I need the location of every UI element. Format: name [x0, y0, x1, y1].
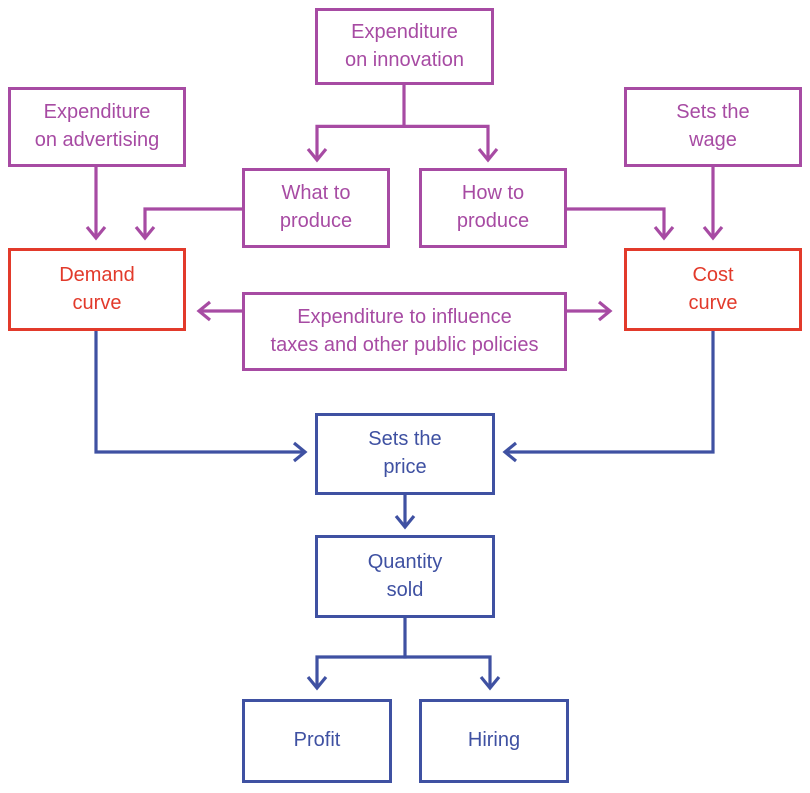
- node-profit: Profit: [242, 699, 392, 783]
- node-hiring: Hiring: [419, 699, 569, 783]
- edge-influence-to-cost-curve-arrowhead: [597, 300, 613, 322]
- edge-what-produce-to-demand-curve: [143, 207, 242, 238]
- edge-cost-curve-to-sets-price: [506, 331, 715, 454]
- node-expenditure-to-influence-policies-label: Expenditure to influence taxes and other…: [270, 305, 539, 356]
- edge-influence-to-demand-curve-arrowhead: [196, 300, 212, 322]
- node-expenditure-to-influence-policies: Expenditure to influence taxes and other…: [242, 292, 567, 371]
- node-sets-the-wage-label: Sets the wage: [676, 101, 750, 151]
- node-sets-the-price-label: Sets the price: [368, 428, 442, 478]
- edge-how-produce-to-cost-curve-arrowhead: [653, 225, 675, 241]
- edge-what-produce-to-demand-curve-arrowhead: [134, 225, 156, 241]
- node-profit-label: Profit: [293, 729, 341, 752]
- node-cost-curve-label: Cost curve: [688, 263, 738, 314]
- edge-innovation-to-how-produce-arrowhead: [477, 147, 499, 163]
- node-quantity-sold: Quantity sold: [315, 535, 495, 618]
- node-expenditure-on-innovation-label: Expenditure on innovation: [345, 20, 464, 71]
- edge-how-produce-to-cost-curve: [567, 207, 666, 238]
- node-cost-curve: Cost curve: [624, 248, 802, 331]
- node-sets-the-price: Sets the price: [315, 413, 495, 495]
- edge-sets-price-to-quantity-sold-arrowhead: [394, 514, 416, 530]
- node-quantity-sold-label: Quantity sold: [367, 550, 443, 601]
- node-expenditure-on-advertising-label: Expenditure on advertising: [34, 101, 160, 151]
- node-how-to-produce: How to produce: [419, 168, 567, 248]
- node-demand-curve: Demand curve: [8, 248, 186, 331]
- edge-quantity-sold-to-profit-arrowhead: [306, 675, 328, 691]
- edge-innovation-to-what-produce-and-how-produce: [315, 124, 490, 159]
- edge-innovation-to-what-produce-arrowhead: [306, 147, 328, 163]
- edge-advertising-to-demand-curve-arrowhead: [85, 225, 107, 241]
- node-hiring-label: Hiring: [467, 729, 521, 752]
- edge-quantity-sold-to-hiring-arrowhead: [479, 675, 501, 691]
- node-what-to-produce-label: What to produce: [279, 182, 353, 232]
- edge-quantity-sold-to-profit-and-hiring: [315, 655, 492, 687]
- node-sets-the-wage: Sets the wage: [624, 87, 802, 167]
- node-demand-curve-label: Demand curve: [59, 263, 135, 314]
- edge-cost-curve-to-sets-price-arrowhead: [502, 441, 518, 463]
- edge-demand-curve-to-sets-price: [94, 331, 304, 454]
- edge-demand-curve-to-sets-price-arrowhead: [292, 441, 308, 463]
- node-expenditure-on-advertising: Expenditure on advertising: [8, 87, 186, 167]
- node-how-to-produce-label: How to produce: [456, 182, 530, 232]
- node-expenditure-on-innovation: Expenditure on innovation: [315, 8, 494, 85]
- edge-wage-to-cost-curve-arrowhead: [702, 225, 724, 241]
- node-what-to-produce: What to produce: [242, 168, 390, 248]
